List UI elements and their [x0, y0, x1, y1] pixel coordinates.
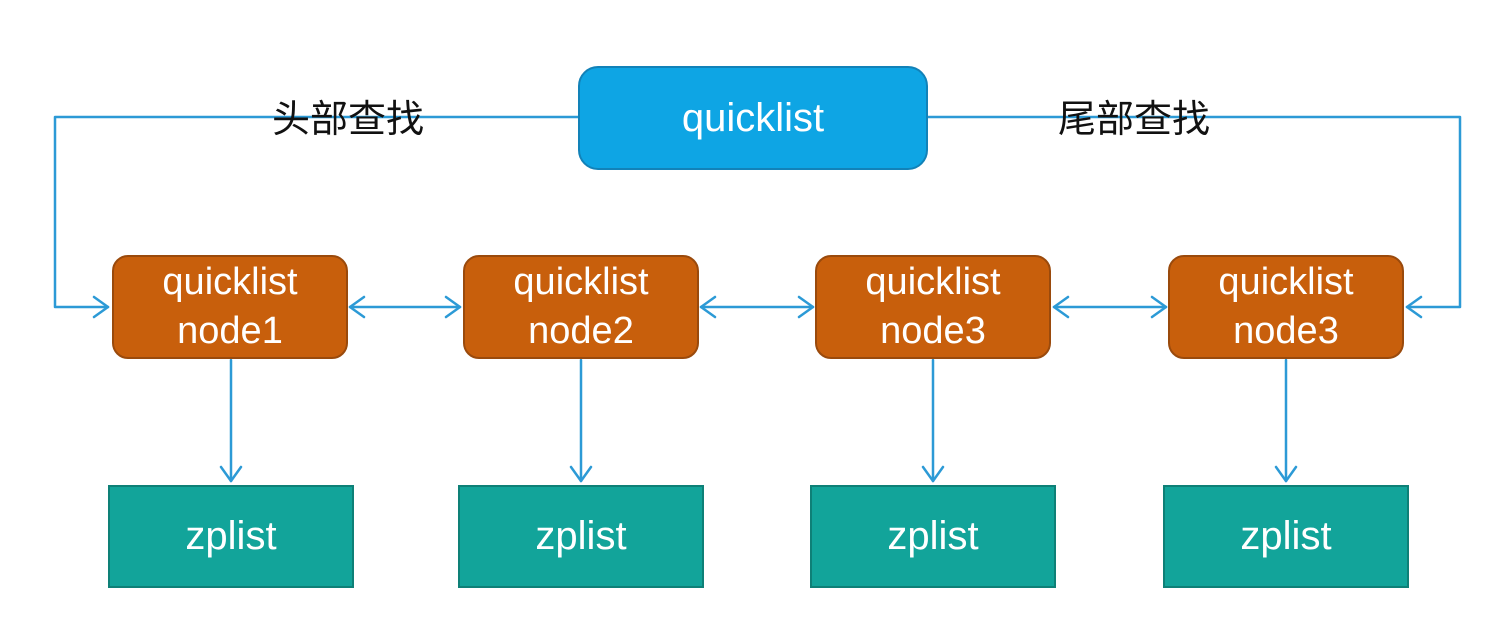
quicklist-node-3: quicklist node3 [815, 255, 1051, 359]
node-name: node3 [880, 310, 986, 352]
node-name: node1 [177, 310, 283, 352]
node-title: quicklist [162, 261, 298, 303]
zplist-box-4: zplist [1163, 485, 1409, 588]
quicklist-node-1: quicklist node1 [112, 255, 348, 359]
tail-search-arrowhead [1405, 295, 1423, 319]
zplist-box-2: zplist [458, 485, 704, 588]
head-search-arrowhead [92, 295, 110, 319]
quicklist-node-4: quicklist node3 [1168, 255, 1404, 359]
node-title: quicklist [1218, 261, 1354, 303]
quicklist-node-2: quicklist node2 [463, 255, 699, 359]
tail-search-label: 尾部查找 [1058, 97, 1211, 141]
quicklist-root: quicklist [578, 66, 928, 170]
zplist-box-1: zplist [108, 485, 354, 588]
tail-search-line [926, 115, 1462, 309]
node-title: quicklist [513, 261, 649, 303]
head-search-line [53, 115, 580, 309]
node-name: node2 [528, 310, 634, 352]
zplist-box-3: zplist [810, 485, 1056, 588]
head-search-label: 头部查找 [272, 97, 425, 141]
node-name: node3 [1233, 310, 1339, 352]
node-title: quicklist [865, 261, 1001, 303]
